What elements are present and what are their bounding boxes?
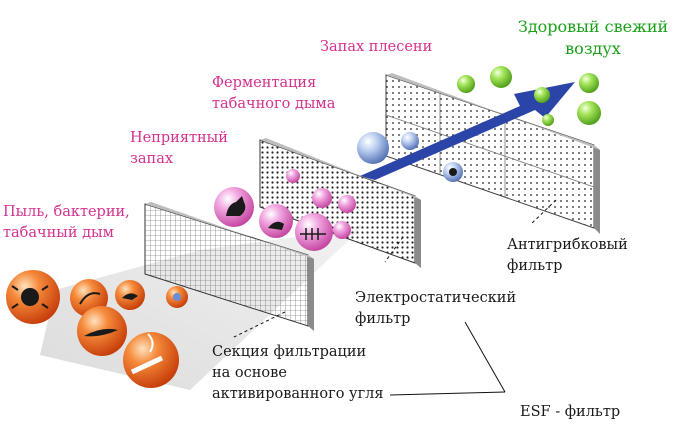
label-fermentation: Ферментация табачного дыма [212,75,336,112]
label-odor: Неприятный запах [130,130,228,167]
label-carbon-filter: Секция фильтрации на основе активированн… [212,344,384,402]
carbon-filter-panel [144,202,314,331]
fresh-air-particles [457,66,601,126]
label-dust: Пыль, бактерии, табачный дым [3,204,130,241]
label-fresh-air: Здоровый свежий воздух [517,17,669,58]
airflow-arrow [360,82,575,180]
antifungal-filter-panel [385,73,600,234]
label-electrostatic-filter: Электростатический фильтр [355,290,517,327]
label-esf-filter: ESF - фильтр [520,404,621,420]
label-antifungal-filter: Антигрибковый фильтр [507,237,628,274]
label-mold: Запах плесени [320,39,433,55]
electrostatic-filter-panel [259,138,421,268]
odor-particles [214,169,356,251]
dust-particles [6,270,188,388]
mold-particles [357,132,463,182]
esf-callout-lines [389,321,506,396]
callout-lines [231,199,557,339]
